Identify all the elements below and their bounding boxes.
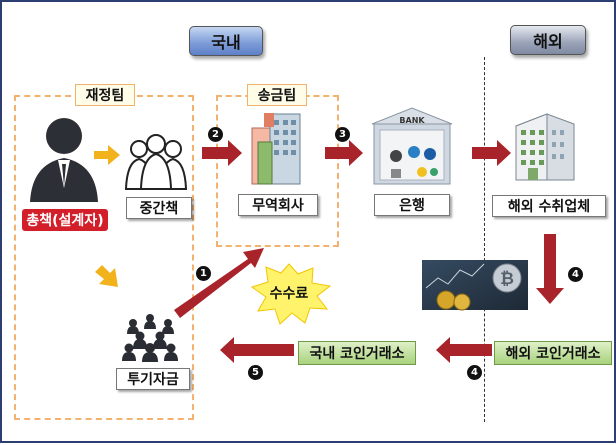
arrow-bank-to-overseas [472, 140, 511, 166]
fee-label: 수수료 [269, 286, 309, 302]
arrow-middle-to-trade [202, 140, 242, 166]
arrow-overseas-to-domestic-exchange [436, 337, 492, 363]
funds-label: 투기자금 [116, 368, 190, 390]
overseas-receiver-label: 해외 수취업체 [492, 195, 606, 217]
yellow-arrow-boss-to-middle [94, 145, 120, 165]
finance-team-tag: 재정팀 [75, 84, 135, 106]
bank-label: 은행 [374, 194, 450, 216]
svg-text:BANK: BANK [399, 116, 425, 125]
arrow-trade-to-bank [325, 140, 363, 166]
trade-company-label: 무역회사 [238, 194, 318, 216]
step-4-badge-upper: 4 [568, 267, 583, 282]
step-3-badge: 3 [335, 127, 350, 142]
domestic-region-label: 국내 [189, 26, 263, 56]
middle-label: 중간책 [126, 197, 192, 219]
arrow-receiver-to-exchange [536, 234, 564, 304]
step-1-badge: 1 [196, 266, 211, 281]
domestic-exchange-label: 국내 코인거래소 [298, 341, 416, 365]
boss-label: 총책(설계자) [22, 209, 108, 231]
office-building-icon [251, 113, 301, 185]
person-boss-icon [30, 118, 98, 202]
crowd-people-icon [122, 314, 178, 362]
group-people-icon [124, 134, 188, 190]
svg-text:₿: ₿ [500, 269, 514, 289]
overseas-region-label: 해외 [510, 25, 586, 55]
fee-starburst [250, 263, 332, 325]
step-4-badge-lower: 4 [467, 365, 482, 380]
bitcoin-image: ₿ [422, 260, 528, 311]
bank-icon: BANK [371, 107, 453, 185]
remit-team-tag: 송금팀 [247, 84, 307, 106]
arrow-funds-to-trade [174, 248, 264, 318]
step-5-badge: 5 [248, 365, 263, 380]
step-2-badge: 2 [208, 127, 223, 142]
arrow-domestic-exchange-to-funds [220, 337, 294, 363]
overseas-exchange-label: 해외 코인거래소 [494, 341, 612, 365]
yellow-arrow-boss-to-funds [95, 265, 118, 287]
domestic-overseas-divider [484, 57, 485, 422]
skyscraper-icon [515, 113, 575, 181]
